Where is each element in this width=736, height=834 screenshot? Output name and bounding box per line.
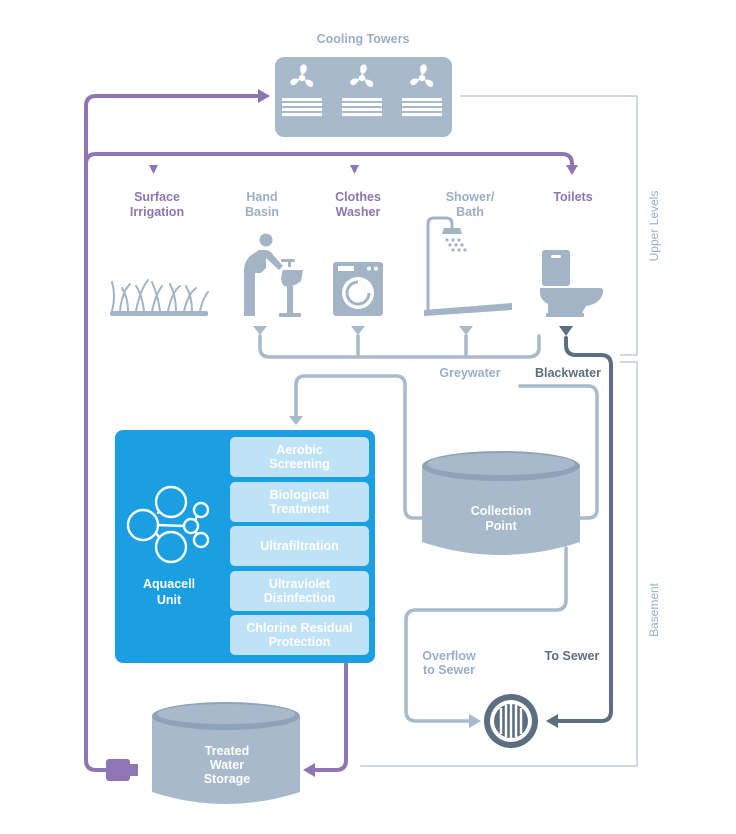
svg-text:Ultrafiltration: Ultrafiltration — [260, 539, 338, 553]
clothes-washer-label-2: Washer — [336, 205, 381, 219]
toilet-icon — [540, 250, 604, 317]
overflow-label-2: to Sewer — [423, 663, 475, 677]
clothes-washer-label-1: Clothes — [335, 190, 381, 204]
svg-text:Chlorine Residual: Chlorine Residual — [246, 621, 352, 635]
toilets-label: Toilets — [553, 190, 592, 204]
greywater-pipes — [258, 334, 599, 723]
svg-text:Disinfection: Disinfection — [264, 591, 336, 605]
sewer-drain-icon — [484, 694, 538, 748]
basement-label: Basement — [647, 582, 661, 637]
shower-icon — [424, 216, 512, 316]
storage-label-2: Water — [210, 758, 244, 772]
svg-text:Screening: Screening — [269, 457, 329, 471]
shower-bath-label-1: Shower/ — [446, 190, 495, 204]
svg-text:Treatment: Treatment — [270, 502, 331, 516]
surface-irrigation-label-1: Surface — [134, 190, 180, 204]
blackwater-label: Blackwater — [535, 366, 601, 380]
aquacell-label-2: Unit — [157, 593, 182, 607]
storage-label-1: Treated — [205, 744, 249, 758]
svg-text:Protection: Protection — [269, 635, 331, 649]
treatment-stage: Aerobic Screening — [230, 437, 369, 477]
aquacell-unit: Aquacell Unit Aerobic Screening Biologic… — [115, 430, 375, 663]
treatment-stage: Biological Treatment — [230, 482, 369, 522]
grey-arrowheads — [253, 326, 481, 728]
overflow-label-1: Overflow — [422, 649, 476, 663]
washing-machine-icon — [333, 262, 383, 316]
treatment-stage: Ultrafiltration — [230, 526, 369, 566]
blackwater-pipe — [546, 326, 613, 728]
svg-text:Aerobic: Aerobic — [276, 443, 323, 457]
cooling-towers — [275, 57, 452, 137]
cooling-towers-label: Cooling Towers — [317, 32, 410, 46]
hand-washing-icon — [244, 233, 303, 317]
treatment-stage: Ultraviolet Disinfection — [230, 571, 369, 611]
treatment-stage: Chlorine Residual Protection — [230, 615, 369, 655]
hand-basin-label-1: Hand — [246, 190, 277, 204]
level-divider-lines — [360, 95, 638, 767]
storage-label-3: Storage — [204, 772, 251, 786]
purple-supply-pipes — [84, 94, 574, 772]
upper-levels-label: Upper Levels — [647, 191, 661, 262]
surface-irrigation-label-2: Irrigation — [130, 205, 184, 219]
greywater-label: Greywater — [439, 366, 500, 380]
svg-text:Ultraviolet: Ultraviolet — [269, 577, 331, 591]
aquacell-label-1: Aquacell — [143, 577, 195, 591]
collection-point-label-1: Collection — [471, 504, 531, 518]
to-sewer-label: To Sewer — [545, 649, 600, 663]
grass-icon — [110, 279, 209, 316]
purple-arrowheads — [149, 89, 578, 777]
shower-bath-label-2: Bath — [456, 205, 484, 219]
treated-water-storage-tank: Treated Water Storage — [152, 702, 300, 804]
collection-point-tank: Collection Point — [422, 451, 580, 555]
molecule-icon — [126, 485, 210, 564]
storage-pump — [106, 759, 138, 781]
collection-point-label-2: Point — [485, 519, 517, 533]
svg-text:Biological: Biological — [270, 488, 330, 502]
hand-basin-label-2: Basin — [245, 205, 279, 219]
